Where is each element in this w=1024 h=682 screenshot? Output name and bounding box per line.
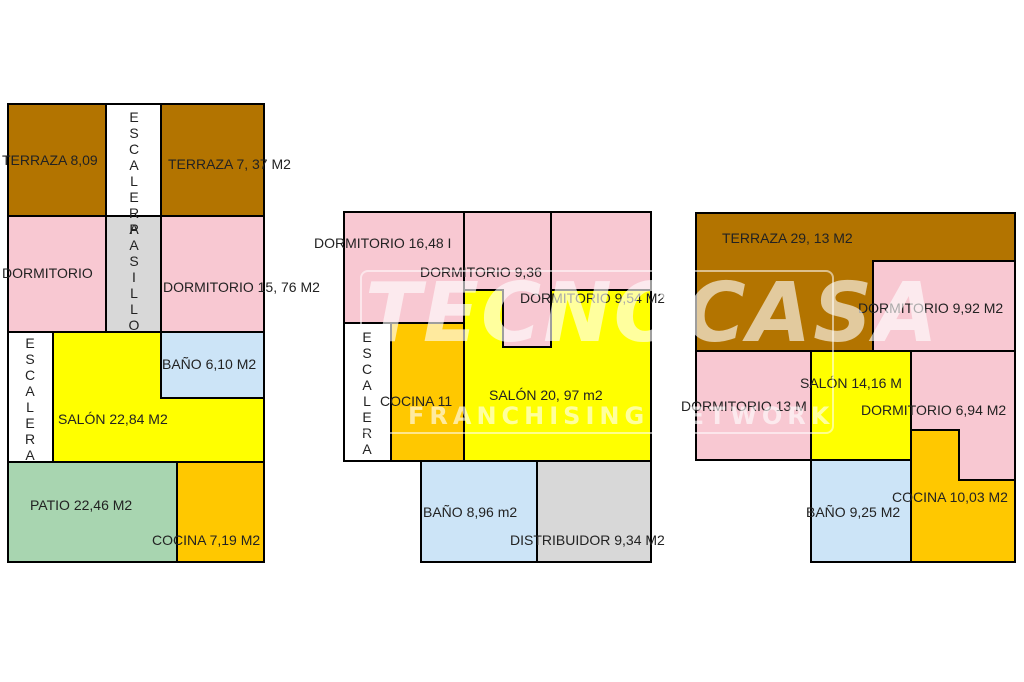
plan2-distribuidor [536,460,652,563]
plan3-dormitorio-c-label: DORMITORIO 6,94 M2 [861,402,1007,418]
watermark-brand: TECNOCASA [365,266,940,361]
plan1-escalera-top [105,103,162,217]
plan1-patio [7,461,178,563]
plan1-terraza-left [7,103,107,217]
plan1-pasillo [105,215,162,333]
plan1-salon-label: SALÓN 22,84 M2 [58,411,168,427]
plan3-dormitorio-b-label: DORMITORIO 13 M [681,398,807,414]
plan2-bano-label: BAÑO 8,96 m2 [423,504,518,520]
plan2-cocina-label: COCINA 11 [380,393,453,409]
plan1-terraza-left-label: TERRAZA 8,09 [2,152,98,168]
plan1-pasillo-label: P A S I L L O [128,221,140,333]
plan2-cocina [390,322,465,462]
plan1-dormitorio-right [160,215,265,333]
plan1-patio-label: PATIO 22,46 M2 [30,497,133,513]
plan3-dormitorio-c [910,350,1016,481]
watermark-subtitle: FRANCHISING NETWORK [408,402,835,430]
plan3-cocina-label: COCINA 10,03 M2 [892,489,1008,505]
plan1-escalera-bottom [7,331,54,463]
plan2-dormitorio-c-label: DORMITORIO 9,54 M2 [520,290,666,306]
plan1-bano [160,331,265,399]
plan1-cocina [176,461,265,563]
plan3-cocina-upper [910,429,960,481]
plan1-escalera-top-label: E S C A L E R A [128,109,140,237]
plan2-salon-label: SALÓN 20, 97 m2 [489,387,603,403]
plan3-bano [810,459,912,563]
plan1-dormitorio-left-label: DORMITORIO [2,265,93,281]
plan3-cocina [910,479,1016,563]
plan1-cocina-label: COCINA 7,19 M2 [152,532,261,548]
plan2-distribuidor-label: DISTRIBUIDOR 9,34 M2 [510,532,665,548]
plan1-terraza-right-label: TERRAZA 7, 37 M2 [168,156,291,172]
plan2-dormitorio-a-label: DORMITORIO 16,48 I [314,235,452,251]
plan2-dormitorio-b-extension [502,289,552,348]
plan3-terraza-label: TERRAZA 29, 13 M2 [722,230,853,246]
plan2-dormitorio-b-label: DORMITORIO 9,36 [420,264,542,280]
plan3-dormitorio-a-label: DORMITORIO 9,92 M2 [858,300,1004,316]
plan2-bano [420,460,538,563]
plan1-bano-label: BAÑO 6,10 M2 [162,356,257,372]
plan1-dormitorio-right-label: DORMITORIO 15, 76 M2 [163,279,320,295]
plan1-escalera-bottom-label: E S C A L E R A [24,335,36,463]
plan3-salon-label: SALÓN 14,16 M [800,375,902,391]
plan3-bano-label: BAÑO 9,25 M2 [806,504,901,520]
